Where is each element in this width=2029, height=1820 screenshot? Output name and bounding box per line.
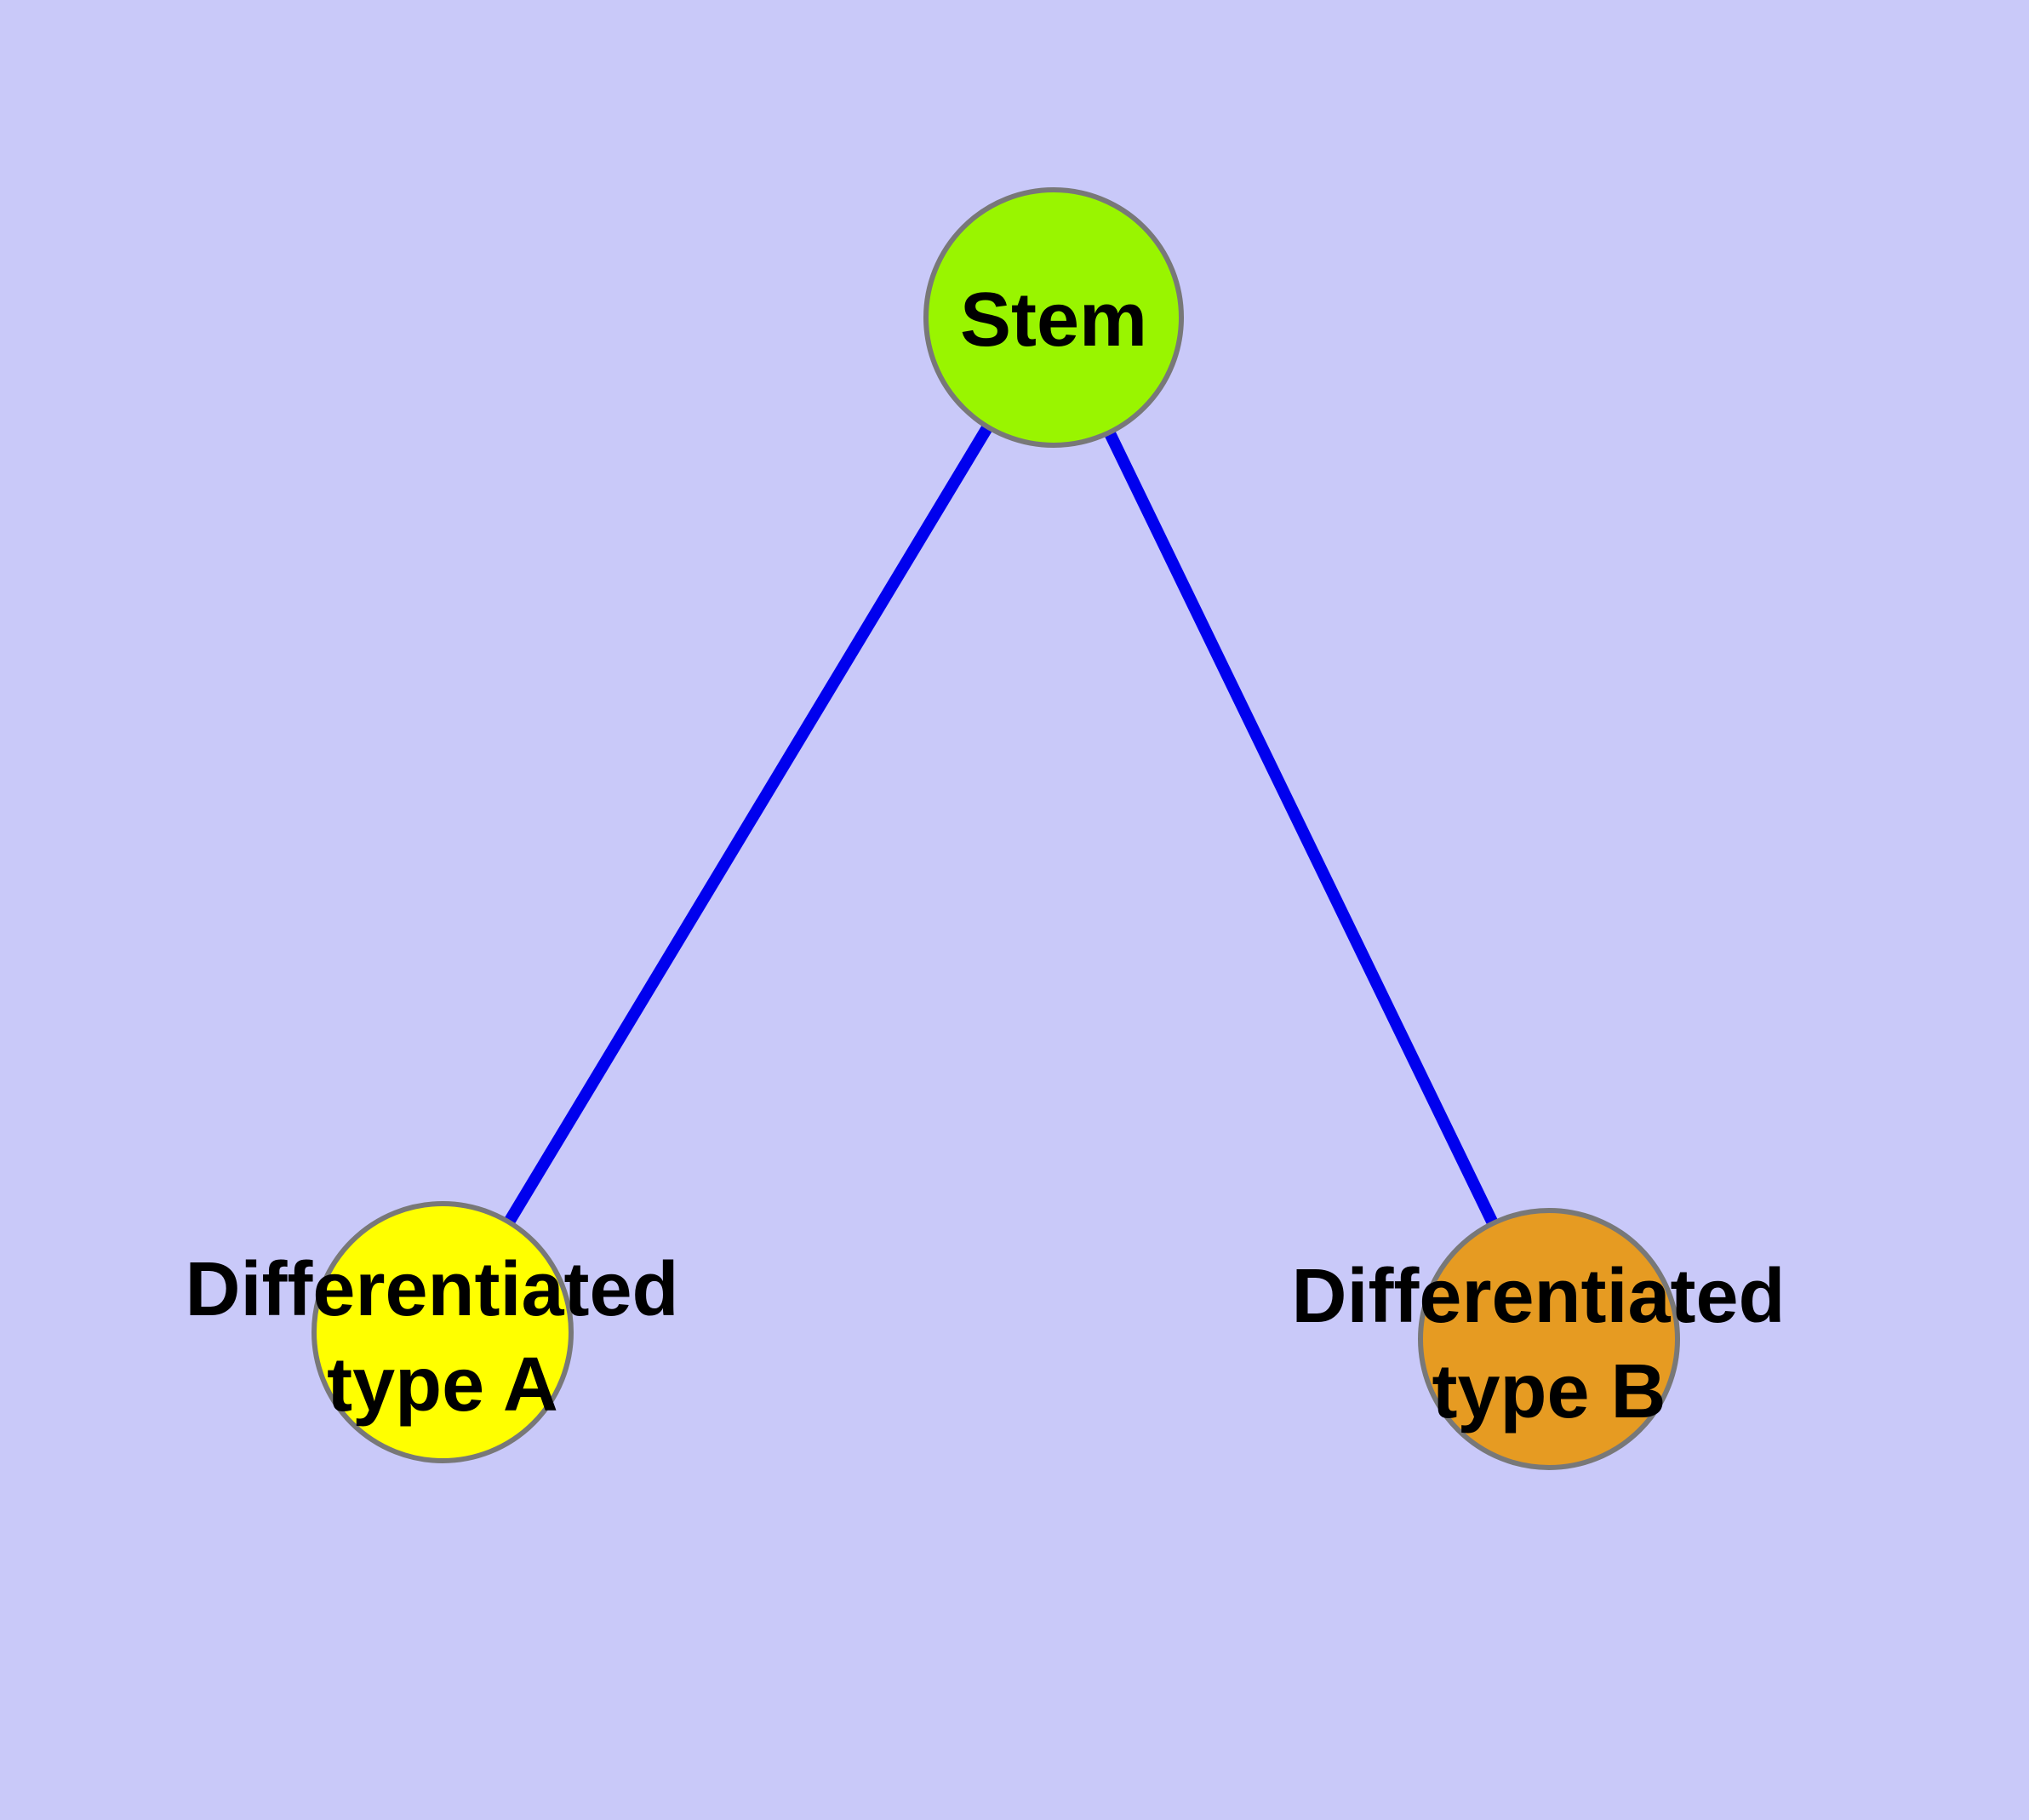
- node-differentiated-type-b: [1418, 1208, 1680, 1470]
- edge-stem-to-type-b: [1048, 314, 1555, 1342]
- node-label-differentiated-type-b: Differentiated type B: [1291, 1254, 1806, 1434]
- label-line: Differentiated: [1291, 1254, 1785, 1339]
- edge-stem-to-type-a: [437, 314, 1059, 1336]
- label-line: Stem: [960, 278, 1147, 363]
- label-line: type B: [1432, 1349, 1666, 1434]
- label-line: type A: [327, 1342, 558, 1428]
- node-differentiated-type-a: [311, 1201, 574, 1463]
- node-stem: [923, 187, 1184, 448]
- label-line: Differentiated: [185, 1247, 678, 1332]
- node-label-differentiated-type-a: Differentiated type A: [185, 1247, 700, 1428]
- node-label-stem: Stem: [960, 278, 1147, 363]
